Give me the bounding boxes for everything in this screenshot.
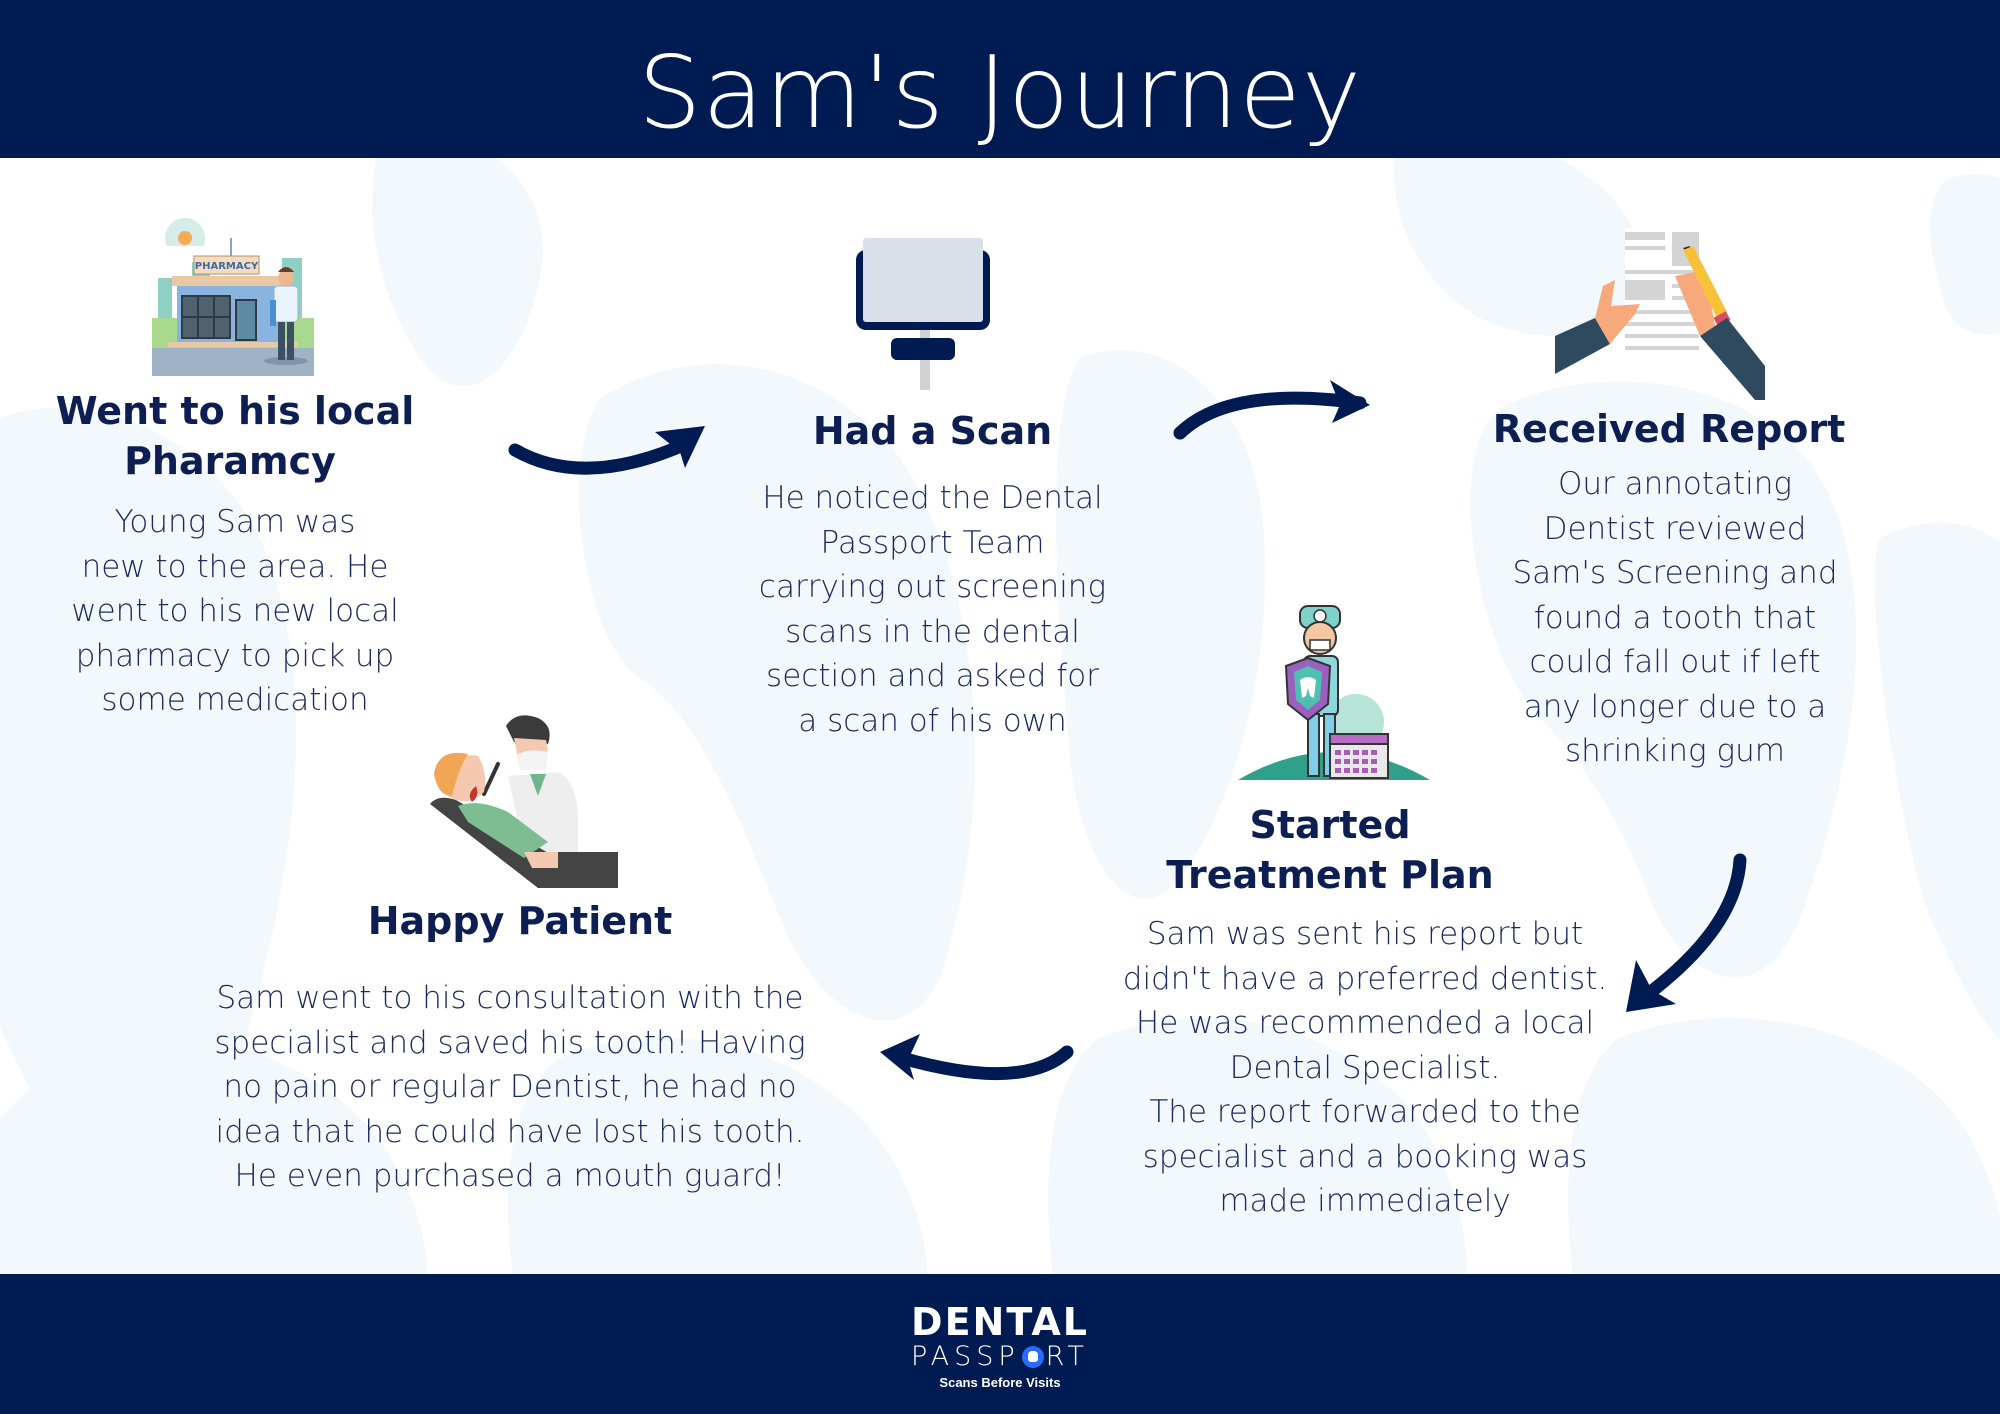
- logo-text-part1: PASSP: [911, 1341, 1020, 1372]
- page-title: Sam's Journey: [637, 34, 1363, 151]
- tooth-watermark-pattern: [0, 158, 2000, 1274]
- step-description: Our annotating Dentist reviewed Sam's Sc…: [1512, 466, 1838, 769]
- dental-passport-logo: DENTAL PASSP RT Scans Before Visits: [900, 1302, 1100, 1392]
- arrow-right-icon: [1170, 375, 1380, 450]
- footer-banner: DENTAL PASSP RT Scans Before Visits: [0, 1274, 2000, 1414]
- step-description: Young Sam was new to the area. He went t…: [71, 504, 399, 718]
- step-title: Happy Patient: [367, 899, 673, 943]
- logo-wordmark-bottom: PASSP RT: [900, 1342, 1100, 1372]
- step-description: He noticed the Dental Passport Team carr…: [758, 480, 1107, 739]
- step-treatment-plan-title: Started Treatment Plan: [1110, 800, 1550, 900]
- step-pharmacy: Went to his local Pharamcy Young Sam was…: [55, 386, 415, 723]
- step-treatment-plan: Sam was sent his report but didn't have …: [1115, 912, 1615, 1224]
- logo-text-part2: RT: [1045, 1341, 1089, 1372]
- scanner-icon: [856, 236, 990, 390]
- step-report: Received Report Our annotating Dentist r…: [1485, 404, 1865, 774]
- step-title: Received Report: [1492, 407, 1846, 451]
- arrow-right-icon: [505, 410, 720, 480]
- background-watermark: [0, 158, 2000, 1274]
- step-scan: Had a Scan He noticed the Dental Passpor…: [745, 406, 1120, 743]
- logo-wordmark-top: DENTAL: [911, 1300, 1089, 1344]
- step-description: Sam was sent his report but didn't have …: [1122, 916, 1608, 1219]
- step-title: Went to his local: [55, 389, 415, 433]
- pharmacy-sign-text: PHARMACY: [195, 261, 259, 272]
- step-title: Started: [1249, 803, 1411, 847]
- step-title: Had a Scan: [812, 409, 1053, 453]
- step-happy-patient-title: Happy Patient: [320, 896, 720, 946]
- logo-tagline: Scans Before Visits: [939, 1375, 1061, 1390]
- dental-chair-icon: [428, 712, 618, 888]
- tooth-icon: [1021, 1346, 1044, 1368]
- dentist-calendar-icon: [1238, 604, 1430, 780]
- step-description: Sam went to his consultation with the sp…: [214, 980, 806, 1194]
- arrow-down-left-icon: [1610, 850, 1750, 1025]
- step-title-line2: Pharamcy: [124, 439, 336, 483]
- step-title-line2: Treatment Plan: [1166, 853, 1494, 897]
- report-icon: [1555, 226, 1765, 400]
- header-banner: Sam's Journey: [0, 0, 2000, 158]
- arrow-left-icon: [872, 1030, 1077, 1105]
- step-happy-patient: Sam went to his consultation with the sp…: [200, 976, 820, 1199]
- pharmacy-icon: PHARMACY: [152, 218, 314, 376]
